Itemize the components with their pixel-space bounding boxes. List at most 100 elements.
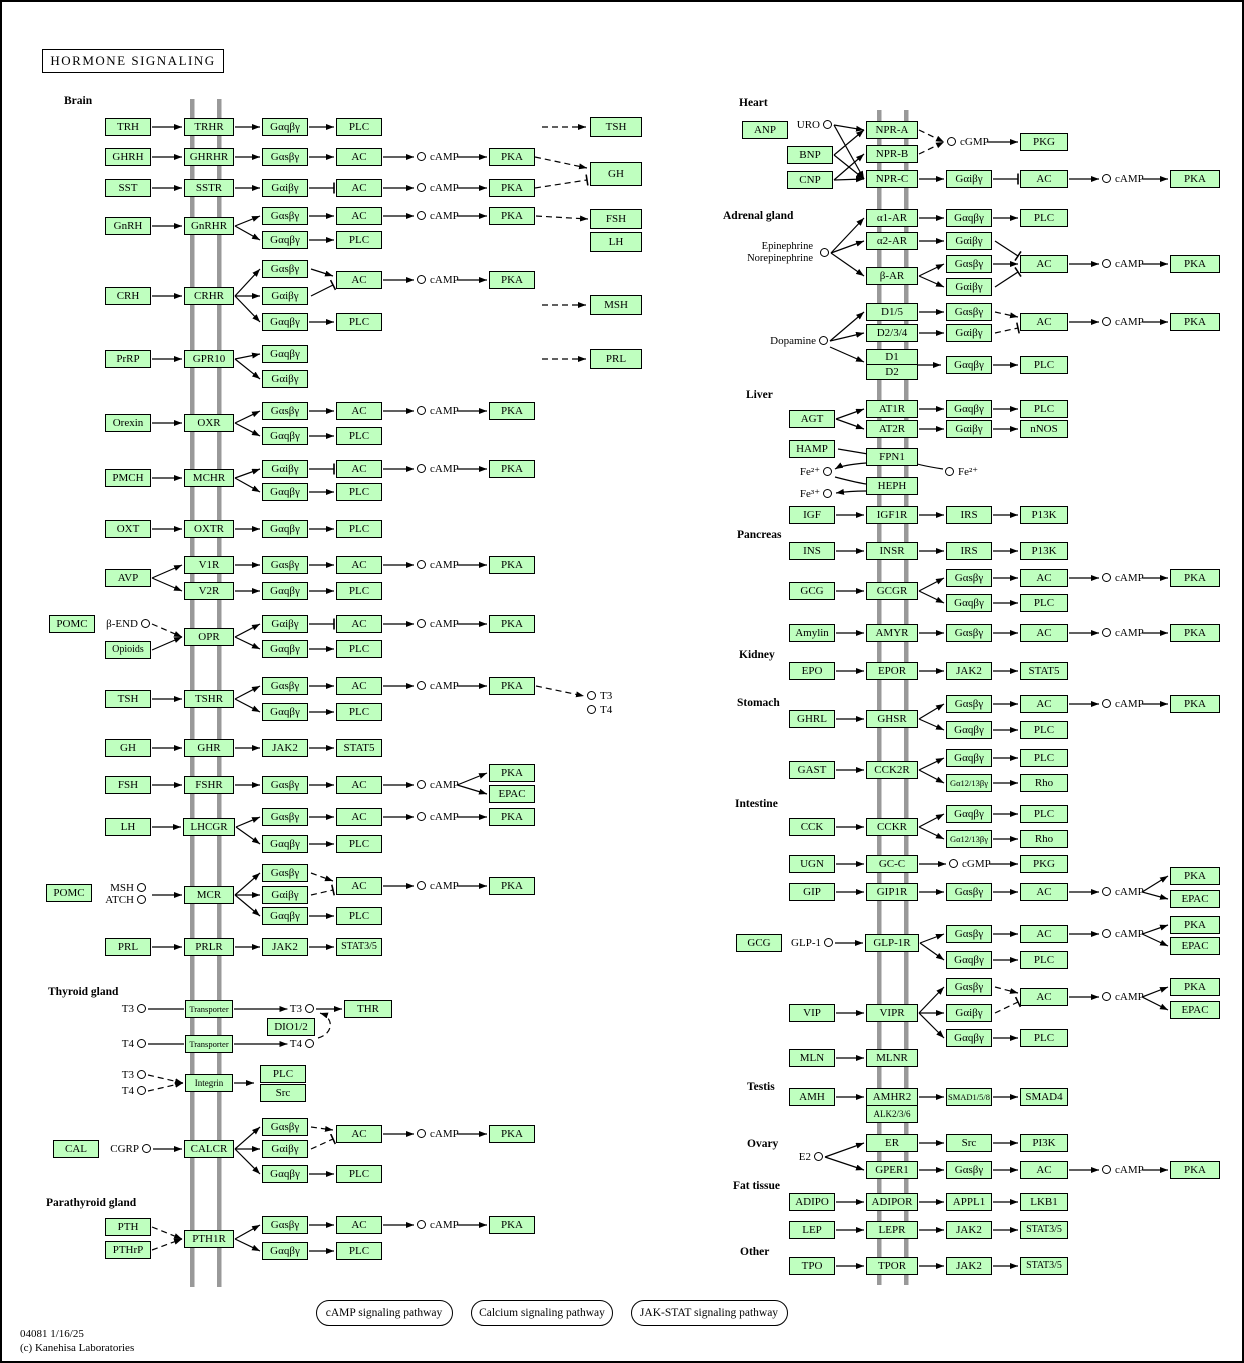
node-gq4[interactable]: Gαqβγ <box>262 231 308 249</box>
node-hamp[interactable]: HAMP <box>789 440 835 458</box>
node-pomc2[interactable]: POMC <box>46 884 92 902</box>
node-ghr[interactable]: GHR <box>184 739 234 757</box>
compound-circle-icon[interactable] <box>137 895 146 904</box>
node-plc16[interactable]: PLC <box>336 907 382 925</box>
node-agt[interactable]: AGT <box>789 410 835 428</box>
node-ac_d[interactable]: AC <box>1020 313 1068 331</box>
node-gs_d[interactable]: Gαsβγ <box>946 303 992 321</box>
legend-jak-stat-pathway[interactable]: JAK-STAT signaling pathway <box>630 1300 788 1326</box>
node-gq_i[interactable]: Gαqβγ <box>946 805 992 823</box>
compound-circle-icon[interactable] <box>1102 259 1111 268</box>
compound-circle-icon[interactable] <box>417 211 426 220</box>
node-gs_v[interactable]: Gαsβγ <box>946 978 992 996</box>
node-anp[interactable]: ANP <box>742 121 788 139</box>
node-pkg_i[interactable]: PKG <box>1020 855 1068 873</box>
node-g12_i[interactable]: Gα12/13βγ <box>946 830 992 848</box>
compound-circle-icon[interactable] <box>820 248 829 257</box>
compound-circle-icon[interactable] <box>1102 628 1111 637</box>
node-pka_glp[interactable]: PKA <box>1170 916 1220 934</box>
node-amyr[interactable]: AMYR <box>866 624 918 642</box>
node-gi_h[interactable]: Gαiβγ <box>946 170 992 188</box>
node-jak_f[interactable]: JAK2 <box>946 1221 992 1239</box>
node-ac8[interactable]: AC <box>336 460 382 478</box>
node-pka21[interactable]: PKA <box>489 1125 535 1143</box>
node-adipor[interactable]: ADIPOR <box>866 1193 918 1211</box>
node-gq_s[interactable]: Gαqβγ <box>946 721 992 739</box>
node-epo[interactable]: EPO <box>789 662 835 680</box>
node-plc21[interactable]: PLC <box>336 1165 382 1183</box>
node-gq7[interactable]: Gαqβγ <box>262 427 308 445</box>
node-g12_s2[interactable]: Gα12/13βγ <box>946 774 992 792</box>
node-p13k_l[interactable]: P13K <box>1020 506 1068 524</box>
node-nprb[interactable]: NPR-B <box>866 145 918 163</box>
node-gq11[interactable]: Gαqβγ <box>262 640 308 658</box>
node-plc_glp[interactable]: PLC <box>1020 951 1068 969</box>
node-gpr10[interactable]: GPR10 <box>184 350 234 368</box>
compound-circle-icon[interactable] <box>587 705 596 714</box>
node-gq8[interactable]: Gαqβγ <box>262 483 308 501</box>
node-vipr[interactable]: VIPR <box>866 1004 918 1022</box>
node-gs_s[interactable]: Gαsβγ <box>946 695 992 713</box>
compound-circle-icon[interactable] <box>1102 174 1111 183</box>
node-gi21[interactable]: Gαiβγ <box>262 1140 308 1158</box>
node-pka_gip[interactable]: PKA <box>1170 867 1220 885</box>
node-pka11[interactable]: PKA <box>489 615 535 633</box>
node-pka_a[interactable]: PKA <box>1170 255 1220 273</box>
node-lhT[interactable]: LH <box>590 232 642 252</box>
node-tpo[interactable]: TPO <box>789 1257 835 1275</box>
node-gcg2[interactable]: GCG <box>736 934 782 952</box>
node-prrp[interactable]: PrRP <box>105 350 151 368</box>
node-stat17[interactable]: STAT3/5 <box>336 938 382 956</box>
node-ac_gip[interactable]: AC <box>1020 883 1068 901</box>
compound-circle-icon[interactable] <box>587 691 596 700</box>
compound-circle-icon[interactable] <box>824 938 833 947</box>
node-ac10[interactable]: AC <box>336 556 382 574</box>
node-plc_d[interactable]: PLC <box>1020 356 1068 374</box>
node-pka_s[interactable]: PKA <box>1170 695 1220 713</box>
node-amhr2[interactable]: AMHR2 <box>866 1088 918 1106</box>
node-tshT[interactable]: TSH <box>590 117 642 137</box>
node-mchr[interactable]: MCHR <box>184 469 234 487</box>
node-jak13[interactable]: JAK2 <box>262 739 308 757</box>
node-pka16[interactable]: PKA <box>489 877 535 895</box>
compound-circle-icon[interactable] <box>417 406 426 415</box>
node-gs2[interactable]: Gαsβγ <box>262 148 308 166</box>
node-plc8[interactable]: PLC <box>336 483 382 501</box>
compound-circle-icon[interactable] <box>823 467 832 476</box>
node-gs10[interactable]: Gαsβγ <box>262 556 308 574</box>
node-gcc[interactable]: GC-C <box>866 855 918 873</box>
node-tsh12[interactable]: TSH <box>105 690 151 708</box>
node-d2[interactable]: D2 <box>866 364 918 380</box>
node-pi3k_o[interactable]: PI3K <box>1020 1134 1068 1152</box>
node-pomc1[interactable]: POMC <box>49 615 95 633</box>
compound-circle-icon[interactable] <box>417 881 426 890</box>
node-gs5[interactable]: Gαsβγ <box>262 260 308 278</box>
node-crh[interactable]: CRH <box>105 287 151 305</box>
node-ac_p[interactable]: AC <box>1020 569 1068 587</box>
compound-circle-icon[interactable] <box>417 681 426 690</box>
node-gq_s2[interactable]: Gαqβγ <box>946 749 992 767</box>
node-epor[interactable]: EPOR <box>866 662 918 680</box>
node-plc12[interactable]: PLC <box>336 703 382 721</box>
compound-circle-icon[interactable] <box>417 1129 426 1138</box>
node-orexin[interactable]: Orexin <box>105 414 151 432</box>
compound-circle-icon[interactable] <box>417 619 426 628</box>
node-amh[interactable]: AMH <box>789 1088 835 1106</box>
node-plc5[interactable]: PLC <box>336 313 382 331</box>
node-oxt[interactable]: OXT <box>105 520 151 538</box>
node-gs_glp[interactable]: Gαsβγ <box>946 925 992 943</box>
node-gq_l[interactable]: Gαqβγ <box>946 400 992 418</box>
compound-circle-icon[interactable] <box>137 1070 146 1079</box>
node-amylin[interactable]: Amylin <box>789 624 835 642</box>
node-gi_d[interactable]: Gαiβγ <box>946 324 992 342</box>
node-cal[interactable]: CAL <box>53 1140 99 1158</box>
node-er[interactable]: ER <box>866 1134 918 1152</box>
node-plc_p[interactable]: PLC <box>1020 594 1068 612</box>
node-ac_o[interactable]: AC <box>1020 1161 1068 1179</box>
node-p13k_p[interactable]: P13K <box>1020 542 1068 560</box>
node-gi_v[interactable]: Gαiβγ <box>946 1004 992 1022</box>
node-dio[interactable]: DIO1/2 <box>267 1018 315 1036</box>
node-npra[interactable]: NPR-A <box>866 121 918 139</box>
node-ac_h[interactable]: AC <box>1020 170 1068 188</box>
node-crhr[interactable]: CRHR <box>184 287 234 305</box>
